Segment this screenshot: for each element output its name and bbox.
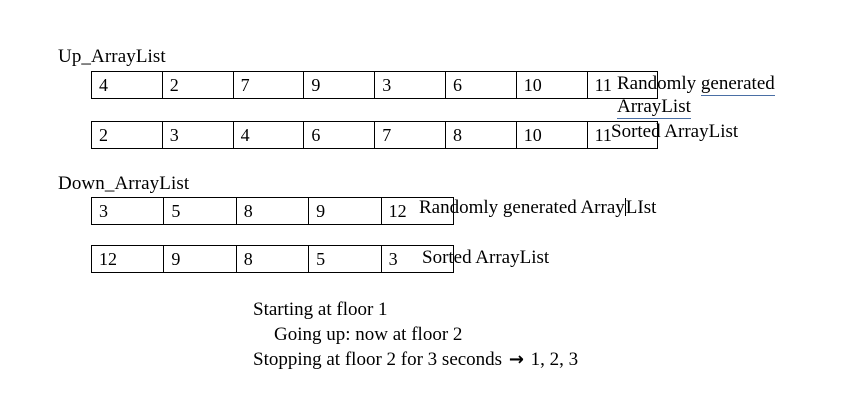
array-cell: 8 xyxy=(235,245,310,273)
array-cell: 6 xyxy=(444,71,517,99)
down-random-array-caption: Randomly generated ArrayLIst xyxy=(419,196,656,219)
array-cell: 10 xyxy=(515,121,588,149)
up-arraylist-heading: Up_ArrayList xyxy=(58,46,166,67)
array-cell: 2 xyxy=(161,71,234,99)
caption-text-after-caret: LIst xyxy=(625,197,657,218)
log-line-text: Stopping at floor 2 for 3 seconds xyxy=(253,349,507,370)
array-cell: 9 xyxy=(303,71,376,99)
simulation-output-log: Starting at floor 1 Going up: now at flo… xyxy=(253,297,578,372)
caption-underlined-text: generated ArrayList xyxy=(617,73,775,119)
log-line: Stopping at floor 2 for 3 seconds → 1, 2… xyxy=(253,347,578,372)
down-sorted-array-caption: Sorted ArrayList xyxy=(422,247,550,268)
array-cell: 12 xyxy=(380,197,454,225)
log-line-suffix: 1, 2, 3 xyxy=(525,349,579,370)
array-cell: 9 xyxy=(163,245,237,273)
text-cursor-caret xyxy=(624,198,626,216)
array-cell: 3 xyxy=(161,121,234,149)
array-cell: 7 xyxy=(374,121,446,149)
table-row: 4 2 7 9 3 6 10 11 xyxy=(91,71,659,99)
array-cell: 5 xyxy=(308,245,382,273)
table-row: 3 5 8 9 12 xyxy=(90,197,454,225)
array-cell: 3 xyxy=(380,245,454,273)
array-cell: 10 xyxy=(515,71,588,99)
array-cell: 11 xyxy=(586,71,659,99)
down-sorted-array-table: 12 9 8 5 3 xyxy=(90,245,454,273)
array-cell: 11 xyxy=(586,121,659,149)
array-cell: 9 xyxy=(308,197,382,225)
array-cell: 8 xyxy=(235,197,310,225)
down-arraylist-heading: Down_ArrayList xyxy=(58,173,190,194)
log-line: Going up: now at floor 2 xyxy=(274,324,463,345)
up-sorted-array-caption: Sorted ArrayList xyxy=(611,121,739,142)
log-line: Starting at floor 1 xyxy=(253,299,388,320)
array-cell: 3 xyxy=(90,197,165,225)
array-cell: 7 xyxy=(232,71,305,99)
array-cell: 4 xyxy=(232,121,305,149)
up-random-array-caption: Randomly generated ArrayList xyxy=(617,72,827,119)
array-cell: 12 xyxy=(90,245,165,273)
caption-text-before-caret: Randomly generated Array xyxy=(419,197,625,218)
array-cell: 4 xyxy=(91,71,163,99)
array-cell: 2 xyxy=(91,121,163,149)
table-row: 2 3 4 6 7 8 10 11 xyxy=(91,121,659,149)
up-sorted-array-table: 2 3 4 6 7 8 10 11 xyxy=(91,121,659,149)
array-cell: 3 xyxy=(374,71,446,99)
up-random-array-table: 4 2 7 9 3 6 10 11 xyxy=(91,71,659,99)
table-row: 12 9 8 5 3 xyxy=(90,245,454,273)
caption-prefix-text: Randomly xyxy=(617,73,701,94)
array-cell: 5 xyxy=(163,197,237,225)
right-arrow-icon: → xyxy=(508,349,524,370)
array-cell: 6 xyxy=(303,121,376,149)
down-random-array-table: 3 5 8 9 12 xyxy=(90,197,454,225)
array-cell: 8 xyxy=(444,121,517,149)
